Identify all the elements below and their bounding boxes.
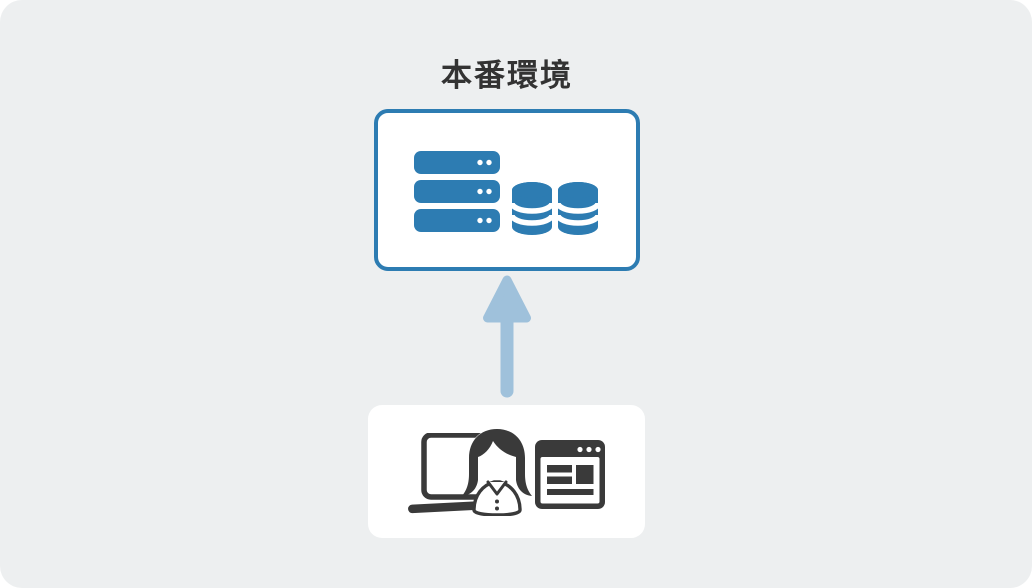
up-arrow [483, 275, 531, 398]
database-icon [555, 182, 598, 235]
production-environment-title: 本番環境 [441, 58, 573, 93]
browser-window-icon [535, 440, 605, 509]
database-icon [512, 182, 555, 235]
woman-user-icon [462, 428, 532, 516]
database-icons [512, 182, 598, 235]
production-environment-box [374, 109, 640, 271]
server-icon [414, 151, 500, 232]
client-box [368, 405, 645, 538]
